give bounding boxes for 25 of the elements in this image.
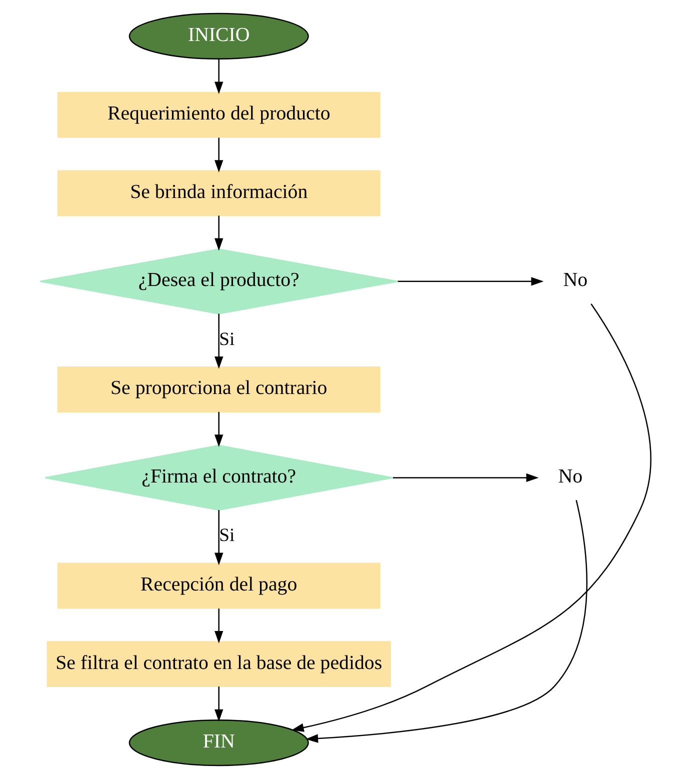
- node-diamond: ¿Firma el contrato?: [44, 444, 393, 511]
- node-box: Se proporciona el contrario: [56, 366, 380, 412]
- node-ellipse: INICIO: [128, 12, 308, 60]
- arrow: [305, 500, 587, 743]
- arrow: [214, 686, 223, 722]
- node-box: Se filtra el contrato en la base de pedidos: [46, 641, 390, 688]
- arrow: [214, 59, 223, 94]
- edge-label: Si: [218, 525, 234, 546]
- arrow: [214, 314, 223, 369]
- arrow: [214, 608, 223, 644]
- arrow: [214, 510, 223, 566]
- arrow: [392, 473, 538, 482]
- node-text: No: [558, 465, 582, 488]
- node-text: No: [562, 269, 588, 292]
- node-diamond: ¿Desea el producto?: [38, 248, 398, 314]
- arrow: [214, 216, 223, 251]
- arrow: [397, 277, 544, 286]
- arrow: [214, 412, 223, 448]
- node-box: Se brinda información: [56, 170, 380, 216]
- arrow: [214, 138, 223, 173]
- edge-label: Si: [218, 328, 234, 350]
- node-ellipse: FIN: [128, 719, 308, 766]
- arrow: [290, 304, 651, 732]
- node-box: Recepción del pago: [56, 562, 380, 609]
- node-box: Requerimiento del producto: [56, 92, 380, 138]
